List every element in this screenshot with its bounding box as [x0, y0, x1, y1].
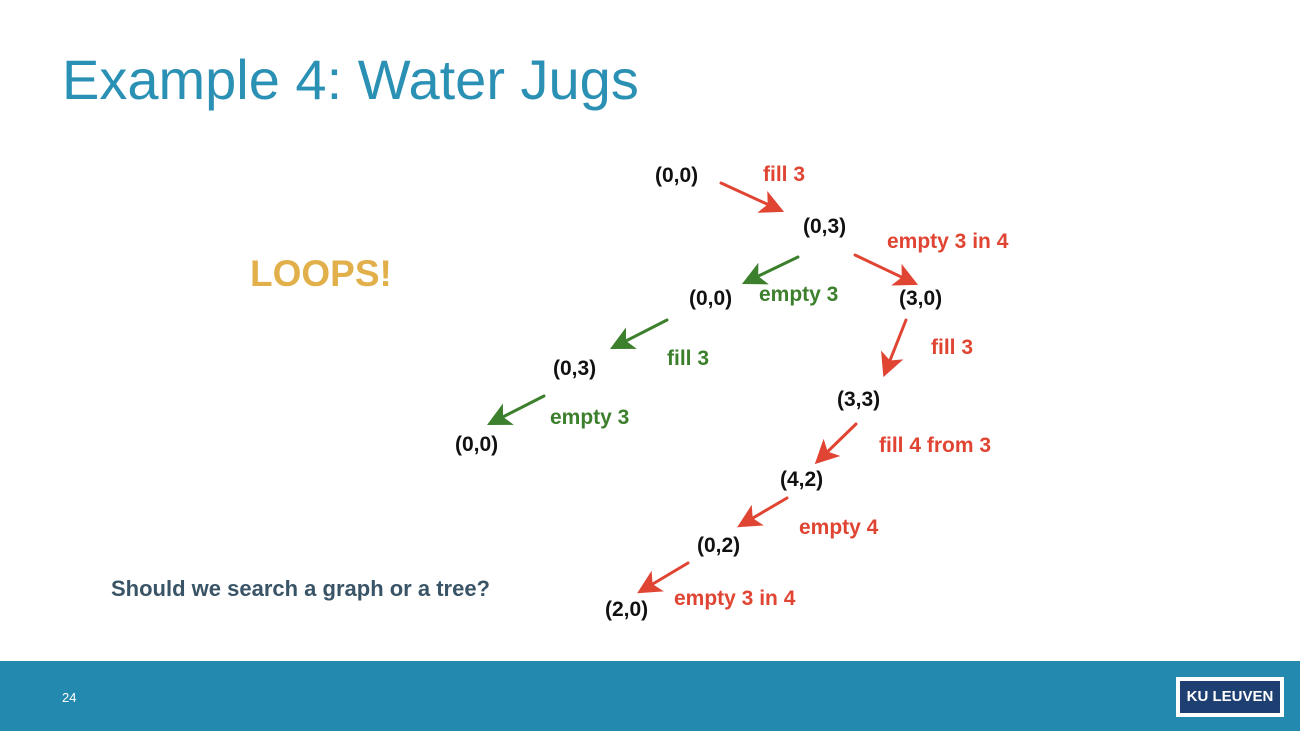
- state-node: (4,2): [780, 468, 824, 491]
- edge-arrow: [741, 255, 800, 285]
- edge-arrow: [719, 181, 785, 213]
- edge-arrow: [609, 318, 669, 350]
- logo-text: KU LEUVEN: [1180, 681, 1280, 713]
- edge-label: fill 3: [931, 336, 974, 359]
- state-node: (0,3): [553, 357, 597, 380]
- edge-label: empty 3: [550, 406, 630, 429]
- edge-arrow: [486, 394, 546, 426]
- state-node: (3,0): [899, 287, 943, 310]
- edge-label: empty 3 in 4: [674, 587, 796, 610]
- state-node: (2,0): [605, 598, 649, 621]
- page-number: 24: [62, 690, 77, 705]
- edge-arrows: [486, 181, 919, 594]
- edge-label: fill 3: [763, 163, 806, 186]
- state-node: (0,3): [803, 215, 847, 238]
- state-node: (0,2): [697, 534, 741, 557]
- loops-callout: LOOPS!: [250, 253, 392, 294]
- state-node: (0,0): [689, 287, 733, 310]
- edge-arrow: [737, 496, 789, 528]
- edge-label: fill 4 from 3: [879, 434, 992, 457]
- state-node: (0,0): [455, 433, 499, 456]
- edge-label: empty 3 in 4: [887, 230, 1009, 253]
- state-node: (3,3): [837, 388, 881, 411]
- question-text: Should we search a graph or a tree?: [111, 576, 490, 601]
- footer-bar: 24 KU LEUVEN: [0, 661, 1300, 731]
- edge-label: empty 3: [759, 283, 839, 306]
- edge-arrow: [853, 253, 919, 286]
- edge-label: fill 3: [667, 347, 710, 370]
- edge-arrow: [881, 318, 908, 378]
- edge-arrow: [637, 561, 690, 594]
- slide-title: Example 4: Water Jugs: [62, 48, 639, 111]
- state-node: (0,0): [655, 164, 699, 187]
- edge-arrow: [814, 422, 858, 465]
- ku-leuven-logo: KU LEUVEN: [1176, 677, 1284, 717]
- edge-label: empty 4: [799, 516, 879, 539]
